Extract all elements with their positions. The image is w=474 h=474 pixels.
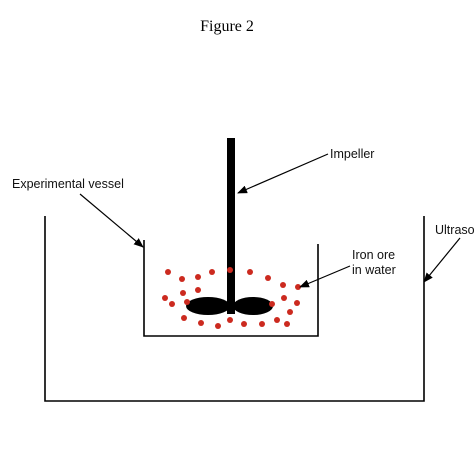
ultrasonic-bath-label: Ultraso (435, 223, 474, 237)
iron-ore-particle (280, 282, 286, 288)
iron-ore-particle (281, 295, 287, 301)
iron-ore-particle (259, 321, 265, 327)
iron-ore-particle (294, 300, 300, 306)
impeller-shaft (227, 138, 235, 314)
iron-ore-particle (215, 323, 221, 329)
iron-ore-particle (165, 269, 171, 275)
iron-ore-particle (198, 320, 204, 326)
iron-ore-arrow (299, 265, 351, 288)
iron-ore-particle (181, 315, 187, 321)
vessel-arrow (79, 193, 144, 248)
figure-title: Figure 2 (200, 18, 254, 35)
impeller-arrow (237, 153, 329, 194)
iron-ore-particle (195, 287, 201, 293)
impeller-blade-left (186, 297, 230, 315)
experimental-vessel-label: Experimental vessel (12, 177, 124, 191)
iron-ore-particle (180, 290, 186, 296)
iron-ore-label-line1: Iron ore (352, 248, 395, 262)
iron-ore-label-line2: in water (352, 263, 396, 277)
iron-ore-particle (241, 321, 247, 327)
impeller-label: Impeller (330, 147, 374, 161)
iron-ore-particle (287, 309, 293, 315)
iron-ore-particle (162, 295, 168, 301)
experimental-vessel (143, 240, 319, 337)
iron-ore-particle (227, 267, 233, 273)
ultrasonic-bath (44, 216, 425, 402)
iron-ore-particle (179, 276, 185, 282)
iron-ore-particle (227, 317, 233, 323)
impeller-blade-right (233, 297, 273, 315)
iron-ore-particle (184, 299, 190, 305)
iron-ore-particle (247, 269, 253, 275)
iron-ore-particle (265, 275, 271, 281)
iron-ore-particle (195, 274, 201, 280)
iron-ore-particle (209, 269, 215, 275)
iron-ore-particle (274, 317, 280, 323)
iron-ore-particle (284, 321, 290, 327)
ultrasonic-arrow (423, 237, 461, 283)
iron-ore-particle (169, 301, 175, 307)
iron-ore-particle (269, 301, 275, 307)
